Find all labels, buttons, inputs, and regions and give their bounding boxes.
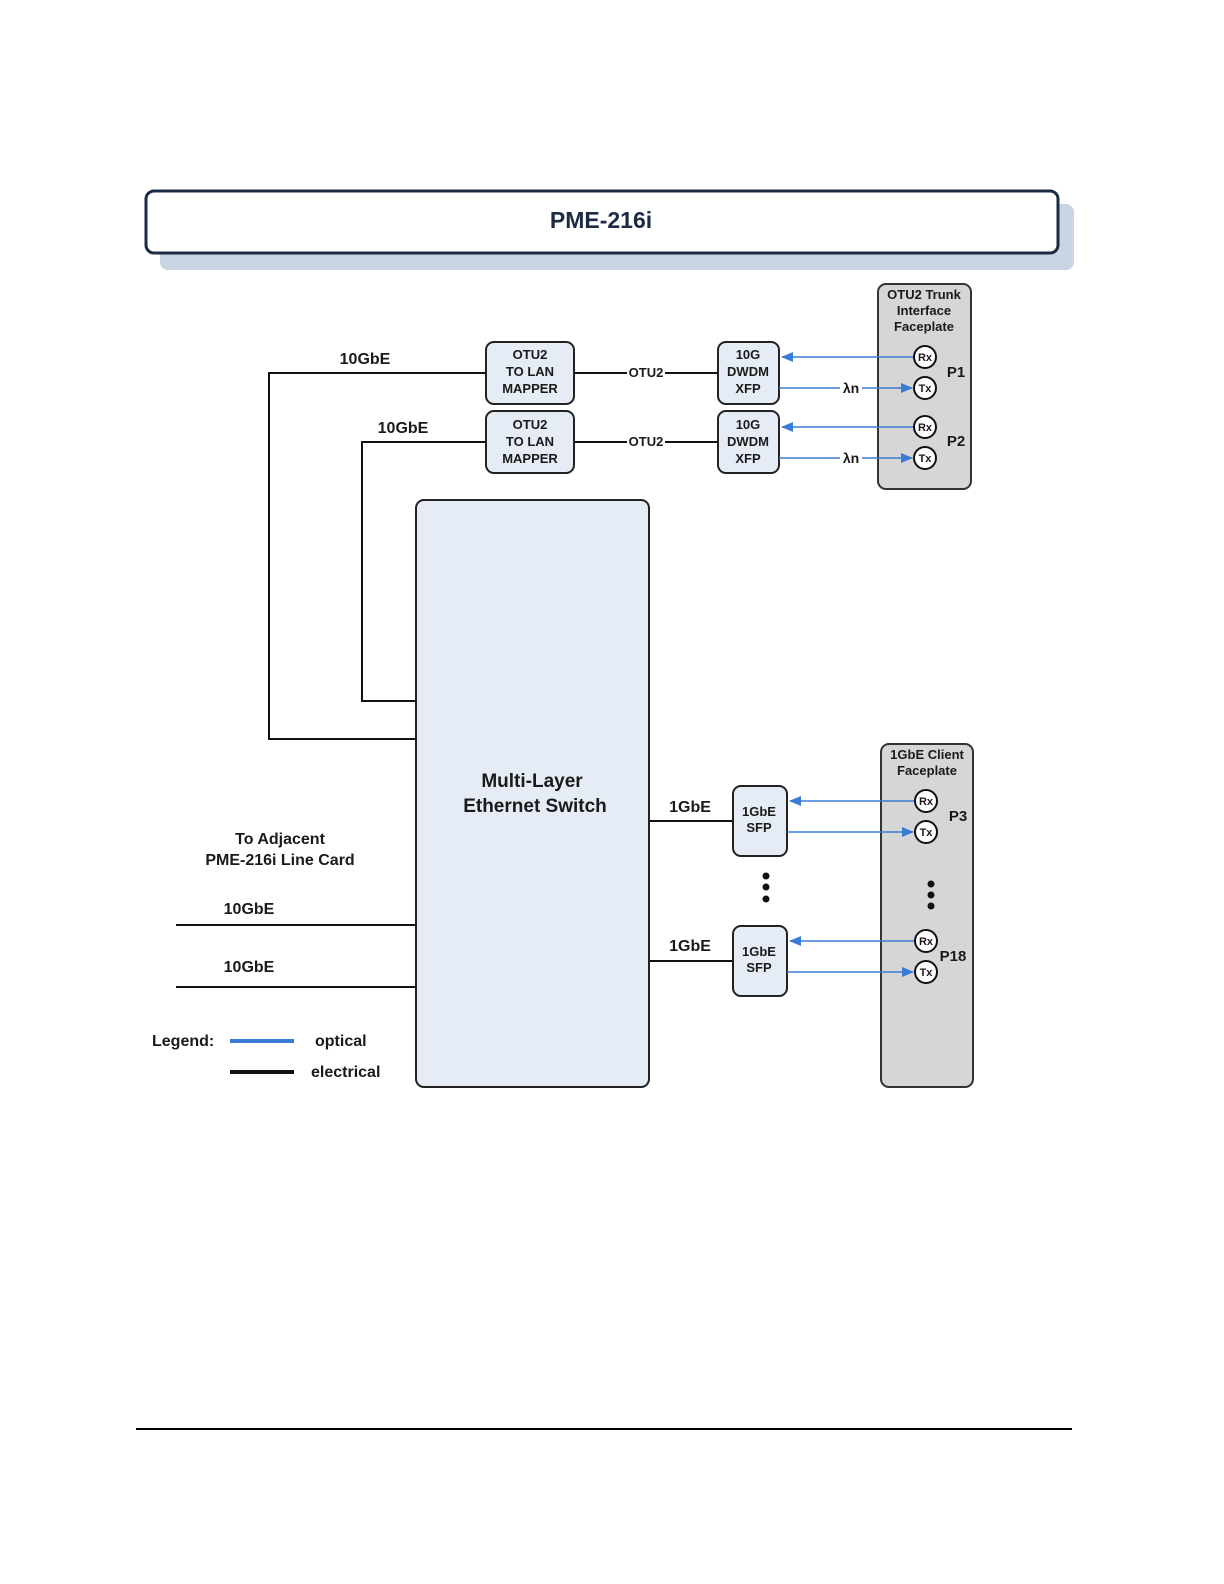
- xfp-1-line-2: DWDM: [727, 364, 769, 379]
- port-label-p1: P1: [947, 364, 965, 381]
- trunk-ports: Rx Tx Rx Tx: [913, 345, 937, 470]
- mapper-1-line-2: TO LAN: [506, 364, 554, 379]
- title-box: [144, 189, 1060, 255]
- xfp-2-line-3: XFP: [735, 451, 761, 466]
- electrical-lines: [176, 372, 733, 988]
- sfp-ellipsis: [762, 872, 770, 903]
- mapper-block-1: OTU2 TO LAN MAPPER: [485, 341, 575, 405]
- sfp-block-1: 1GbE SFP: [732, 785, 788, 857]
- trunk-faceplate-title-1: OTU2 Trunk: [887, 287, 961, 302]
- rx-text: Rx: [919, 796, 934, 808]
- rx-text: Rx: [918, 422, 933, 434]
- xfp-1-line-1: 10G: [736, 347, 761, 362]
- port-p18-tx[interactable]: Tx: [914, 960, 938, 984]
- sfp-block-2: 1GbE SFP: [732, 925, 788, 997]
- legend-optical-label: optical: [315, 1033, 367, 1050]
- mapper-1-line-3: MAPPER: [502, 381, 558, 396]
- xfp-2-line-1: 10G: [736, 417, 761, 432]
- wire-10gbe-mapper-1: [268, 372, 486, 740]
- xfp-block-1: 10G DWDM XFP: [717, 341, 780, 405]
- client-faceplate-title-2: Faceplate: [897, 763, 957, 778]
- optical-lines-trunk: [779, 352, 913, 463]
- sfp-1-link-label: 1GbE: [669, 799, 711, 816]
- switch-label-2: Ethernet Switch: [463, 796, 607, 817]
- sfp-2-line-2: SFP: [746, 960, 772, 975]
- port-label-p3: P3: [949, 808, 967, 825]
- tx-text: Tx: [919, 383, 933, 395]
- otu2-label-2: OTU2: [629, 434, 664, 449]
- optical-lines-client: [787, 796, 914, 977]
- rx-text: Rx: [919, 936, 934, 948]
- sfp-2-line-1: 1GbE: [742, 944, 776, 959]
- tx-text: Tx: [919, 453, 933, 465]
- sfp-1-line-1: 1GbE: [742, 804, 776, 819]
- mapper-2-line-2: TO LAN: [506, 434, 554, 449]
- client-faceplate-title-1: 1GbE Client: [890, 747, 964, 762]
- port-p18-rx[interactable]: Rx: [914, 929, 938, 953]
- trunk-faceplate-title-3: Faceplate: [894, 319, 954, 334]
- otu2-label-1: OTU2: [629, 365, 664, 380]
- legend-title: Legend:: [152, 1033, 214, 1050]
- wire-10gbe-mapper-2: [361, 441, 486, 702]
- title-text: PME-216i: [550, 207, 652, 233]
- mapper-1-line-1: OTU2: [513, 347, 548, 362]
- adjacent-link-label-1: 10GbE: [224, 901, 275, 918]
- lambda-label-2: λn: [843, 450, 859, 466]
- rx-text: Rx: [918, 352, 933, 364]
- mapper-1-ethernet-label: 10GbE: [340, 351, 391, 368]
- port-p1-rx[interactable]: Rx: [913, 345, 937, 369]
- port-p1-tx[interactable]: Tx: [913, 376, 937, 400]
- mapper-block-2: OTU2 TO LAN MAPPER: [485, 410, 575, 474]
- faceplate-ellipsis: [927, 880, 935, 910]
- adjacent-link-label-2: 10GbE: [224, 959, 275, 976]
- xfp-block-2: 10G DWDM XFP: [717, 410, 780, 474]
- port-p2-rx[interactable]: Rx: [913, 415, 937, 439]
- xfp-2-line-2: DWDM: [727, 434, 769, 449]
- port-p3-tx[interactable]: Tx: [914, 820, 938, 844]
- lambda-label-1: λn: [843, 380, 859, 396]
- mapper-2-line-1: OTU2: [513, 417, 548, 432]
- tx-text: Tx: [920, 967, 934, 979]
- trunk-faceplate-title-2: Interface: [897, 303, 951, 318]
- xfp-1-line-3: XFP: [735, 381, 761, 396]
- adjacent-title-2: PME-216i Line Card: [205, 852, 354, 869]
- mapper-2-ethernet-label: 10GbE: [378, 420, 429, 437]
- legend: Legend: optical electrical: [152, 1033, 380, 1081]
- switch-label-1: Multi-Layer: [481, 771, 583, 792]
- client-ports: Rx Tx Rx Tx: [914, 789, 938, 984]
- legend-electrical-label: electrical: [311, 1064, 380, 1081]
- port-p2-tx[interactable]: Tx: [913, 446, 937, 470]
- adjacent-title-1: To Adjacent: [235, 831, 325, 848]
- port-p3-rx[interactable]: Rx: [914, 789, 938, 813]
- title-banner: PME-216i: [144, 189, 1074, 270]
- sfp-2-link-label: 1GbE: [669, 938, 711, 955]
- port-label-p18: P18: [940, 948, 967, 965]
- tx-text: Tx: [920, 827, 934, 839]
- port-label-p2: P2: [947, 433, 965, 450]
- ethernet-switch-block: Multi-Layer Ethernet Switch: [415, 499, 650, 1088]
- mapper-2-line-3: MAPPER: [502, 451, 558, 466]
- sfp-1-line-2: SFP: [746, 820, 772, 835]
